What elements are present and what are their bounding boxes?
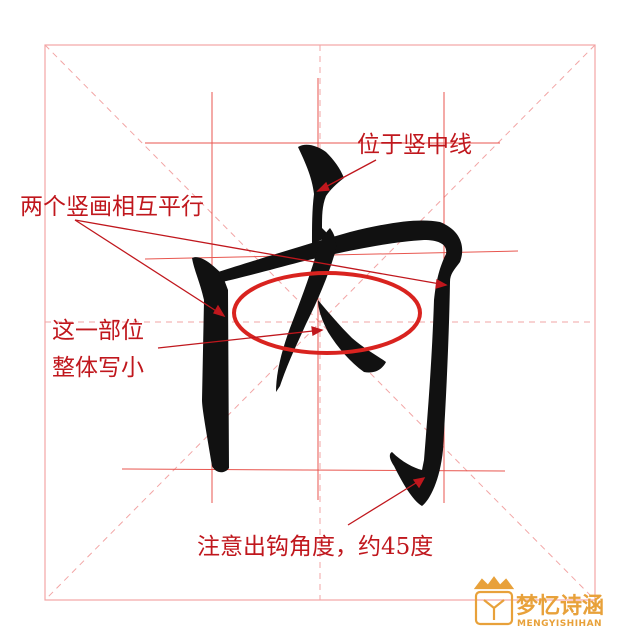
leader-parallel-left bbox=[74, 219, 225, 317]
label-part-line1: 这一部位 bbox=[52, 318, 144, 344]
arrow-parallel-right bbox=[435, 278, 448, 289]
arrow-part-small bbox=[311, 326, 324, 337]
arrow-hook-angle bbox=[412, 477, 426, 489]
label-hook-angle: 注意出钩角度，约45度 bbox=[197, 534, 433, 560]
arrow-parallel-left bbox=[213, 304, 226, 318]
label-part-line2: 整体写小 bbox=[52, 355, 144, 381]
label-parallel: 两个竖画相互平行 bbox=[20, 194, 204, 220]
stroke-right-dot bbox=[318, 300, 386, 373]
watermark-logo: 梦忆诗涵 MENGYISHIHAN bbox=[473, 576, 604, 629]
stroke-left-vertical bbox=[192, 257, 229, 473]
stroke-horizontal-hook bbox=[218, 220, 463, 506]
logo-brand-cn: 梦忆诗涵 bbox=[516, 593, 604, 619]
leader-lines bbox=[74, 159, 448, 526]
stroke-top-vertical bbox=[298, 144, 344, 244]
rice-grid bbox=[44, 44, 596, 601]
leader-part-small bbox=[157, 329, 323, 349]
character-nei bbox=[192, 144, 463, 506]
logo-emblem-icon bbox=[473, 576, 515, 626]
arrow-center-line bbox=[316, 181, 330, 192]
leader-parallel-right bbox=[74, 219, 447, 286]
label-center-line: 位于竖中线 bbox=[357, 132, 472, 158]
highlight-ellipse bbox=[232, 271, 422, 355]
leader-hook-angle bbox=[347, 477, 425, 526]
guide-horizontal-bottom bbox=[121, 468, 506, 472]
logo-brand-en: MENGYISHIHAN bbox=[517, 619, 602, 629]
